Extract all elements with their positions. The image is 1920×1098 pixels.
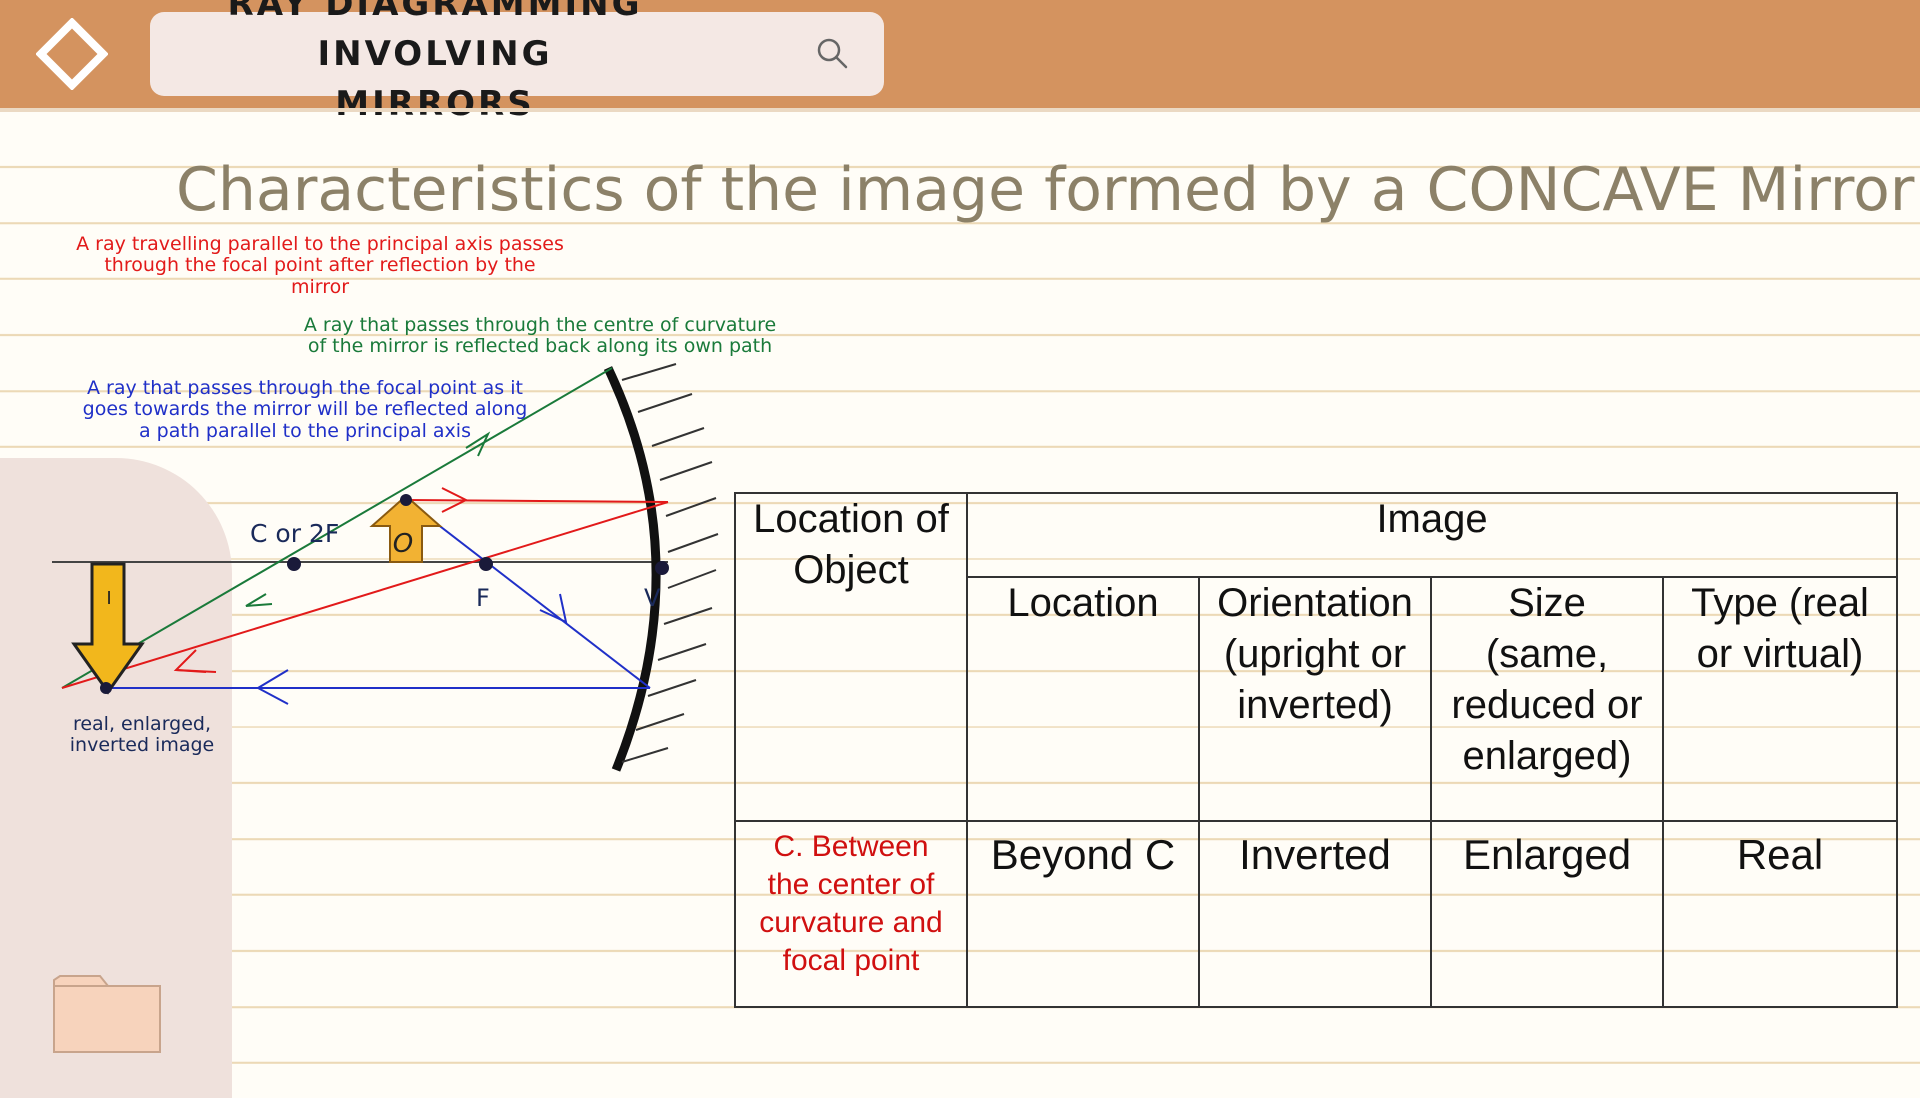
centre-ray	[61, 367, 613, 689]
focal-point	[479, 557, 493, 571]
vertex-label: V	[644, 584, 661, 612]
image-location-cell: Beyond C	[966, 820, 1200, 1008]
orientation-cell: Inverted	[1198, 820, 1432, 1008]
deck-title-line-1: RAY DIAGRAMMING	[227, 0, 643, 24]
orientation-header: Orientation (upright or inverted)	[1198, 576, 1432, 822]
centre-ray-rule: A ray that passes through the centre of …	[304, 314, 776, 357]
header-line: Size	[1508, 581, 1586, 625]
cell-line: curvature and	[759, 906, 943, 939]
deck-title: RAY DIAGRAMMING INVOLVING MIRRORS	[220, 0, 650, 124]
size-cell: Enlarged	[1430, 820, 1664, 1008]
centre-ray-rule-line: A ray that passes through the centre of …	[304, 314, 776, 336]
parallel-ray-rule-line: A ray travelling parallel to the princip…	[76, 233, 564, 255]
header-line: Location of	[753, 497, 949, 541]
object-location-cell: C. Between the center of curvature and f…	[734, 820, 968, 1008]
image-arrow: I	[71, 562, 145, 695]
image-label: I	[106, 588, 111, 609]
object-label: O	[393, 529, 413, 559]
object-arrow: O	[369, 494, 443, 563]
image-tip-point	[100, 682, 112, 694]
type-header: Type (real or virtual)	[1661, 576, 1899, 822]
image-note-line: real, enlarged,	[73, 713, 211, 735]
cell-line: focal point	[782, 944, 920, 977]
size-header: Size (same, reduced or enlarged)	[1430, 576, 1664, 822]
focal-ray	[104, 499, 651, 705]
title-search-bar[interactable]: RAY DIAGRAMMING INVOLVING MIRRORS	[150, 0, 884, 124]
parallel-ray	[61, 487, 669, 689]
image-note: real, enlarged, inverted image	[70, 713, 215, 756]
header-line: or virtual)	[1696, 632, 1864, 676]
header-line: inverted)	[1237, 683, 1393, 727]
image-header: Image	[965, 492, 1899, 578]
header-line: reduced or	[1451, 683, 1643, 727]
vertex-point	[655, 561, 669, 575]
curvature-label: C or 2F	[250, 519, 339, 548]
type-cell: Real	[1661, 820, 1899, 1008]
image-note-line: inverted image	[70, 734, 215, 756]
folder-icon[interactable]	[52, 970, 164, 1054]
parallel-ray-rule-line: mirror	[291, 276, 349, 298]
object-location-header: Location of Object	[734, 492, 968, 822]
centre-ray-rule-line: of the mirror is reflected back along it…	[308, 335, 772, 357]
curvature-point	[287, 557, 301, 571]
parallel-ray-rule-line: through the focal point after reflection…	[104, 254, 535, 276]
search-icon[interactable]	[815, 36, 851, 72]
header-line: (upright or	[1223, 632, 1407, 676]
header-line: Object	[793, 548, 909, 592]
object-tip-point	[400, 494, 412, 506]
focal-ray-rule: A ray that passes through the focal poin…	[83, 377, 528, 442]
focal-ray-rule-line: a path parallel to the principal axis	[139, 420, 471, 442]
cell-line: C. Between	[773, 830, 929, 863]
header-divider	[0, 108, 1920, 112]
focal-ray-rule-line: A ray that passes through the focal poin…	[87, 377, 523, 399]
location-header: Location	[966, 576, 1200, 822]
slide-title: Characteristics of the image formed by a…	[176, 155, 1915, 225]
header-line: Type (real	[1691, 581, 1869, 625]
cell-line: the center of	[767, 868, 935, 901]
diamond-logo-icon[interactable]	[36, 18, 108, 90]
ray-diagram: A ray travelling parallel to the princip…	[52, 233, 776, 772]
focal-label: F	[476, 584, 490, 612]
table-row: C. Between the center of curvature and f…	[734, 820, 1899, 1008]
parallel-ray-rule: A ray travelling parallel to the princip…	[76, 233, 564, 298]
header-line: (same,	[1485, 632, 1609, 676]
top-bar: RAY DIAGRAMMING INVOLVING MIRRORS	[0, 0, 1920, 124]
focal-ray-rule-line: goes towards the mirror will be reflecte…	[83, 398, 528, 420]
image-characteristics-table: Location of Object Image Location Orient…	[734, 492, 1899, 1008]
header-line: enlarged)	[1462, 734, 1632, 778]
deck-title-line-2: INVOLVING MIRRORS	[317, 34, 553, 124]
header-line: Orientation	[1217, 581, 1413, 625]
